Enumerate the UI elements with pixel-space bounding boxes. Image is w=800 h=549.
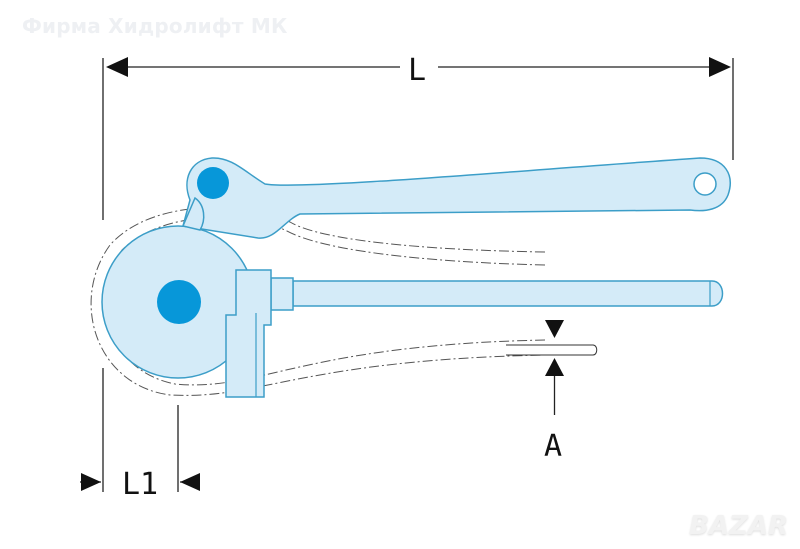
handle-link bbox=[181, 196, 205, 231]
watermark: Фирма Хидролифт МК bbox=[22, 14, 288, 38]
tube-sample bbox=[506, 344, 598, 356]
bazar-logo: BAZAR bbox=[689, 511, 788, 541]
former-pivot bbox=[157, 280, 201, 324]
upper-handle bbox=[182, 157, 731, 239]
dimension-l1-label: L1 bbox=[122, 467, 158, 502]
dimension-a: A bbox=[544, 320, 564, 464]
rod-collar bbox=[270, 277, 294, 311]
dimension-l1: L1 bbox=[80, 368, 200, 502]
dimension-l-label: L bbox=[408, 53, 426, 88]
handle-hole bbox=[693, 172, 717, 196]
clamp-block bbox=[225, 269, 272, 398]
dimension-a-label: A bbox=[544, 429, 562, 464]
tube-outline bbox=[90, 207, 546, 396]
handle-pivot bbox=[197, 167, 229, 199]
lower-handle-rod bbox=[292, 280, 724, 307]
dimension-l: L bbox=[102, 53, 734, 220]
